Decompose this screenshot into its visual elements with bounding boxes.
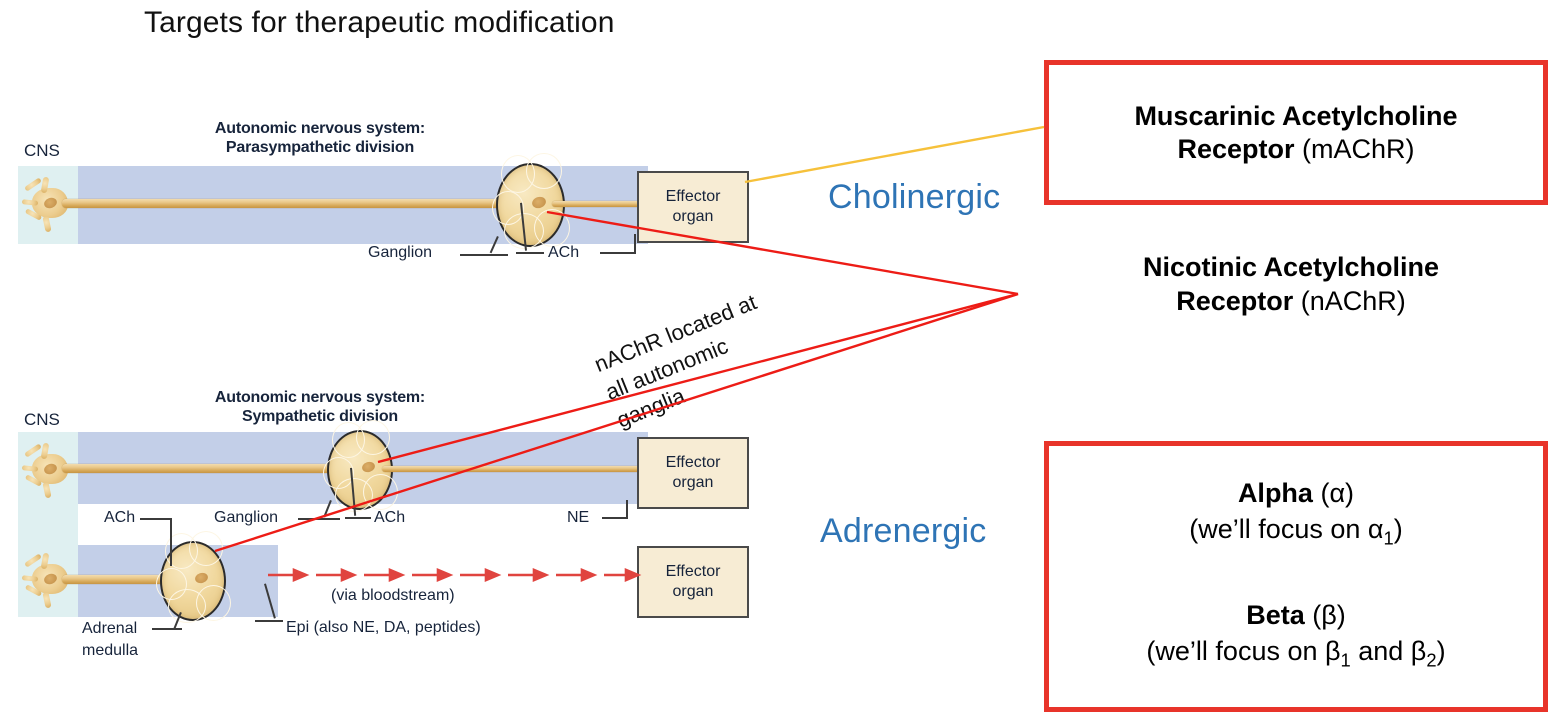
label-adrenergic: Adrenergic <box>820 512 987 550</box>
annotation-nachr-ganglia: nAChR located at all autonomic ganglia <box>590 289 760 433</box>
fig2-label-ach-adrenal: ACh <box>104 509 136 526</box>
label-cholinergic: Cholinergic <box>828 178 1001 216</box>
fig2-ach-leader2 <box>345 517 371 519</box>
callout-muscarinic-line1: Muscarinic Acetylcholine <box>1134 100 1458 131</box>
callout-beta-line2: (we’ll focus on β1 and β2) <box>1146 635 1446 670</box>
fig2-adrenal-axon <box>62 575 172 584</box>
callout-nicotinic-line2: Receptor (nAChR) <box>1176 286 1406 316</box>
fig1-ganglion-leader2 <box>460 254 508 256</box>
callout-muscarinic: Muscarinic Acetylcholine Receptor (mAChR… <box>1044 60 1548 205</box>
fig1-postganglionic-axon <box>552 201 642 207</box>
fig2-cns-label: CNS <box>24 410 60 429</box>
fig2-ach-adrenal-leader <box>140 518 172 520</box>
fig1-ach-leader2 <box>516 252 544 254</box>
fig2-label-epi: Epi (also NE, DA, peptides) <box>286 619 481 636</box>
fig2-preganglionic-axon <box>62 464 342 473</box>
callout-adrenoceptors: Alpha (α) (we’ll focus on α1) Beta (β) (… <box>1044 441 1548 712</box>
fig2-ne-leader2 <box>626 500 628 519</box>
fig1-label-ganglion: Ganglion <box>368 244 433 261</box>
fig2-label-ganglion: Ganglion <box>214 509 279 526</box>
fig1-preganglionic-axon <box>62 199 512 208</box>
callout-nicotinic: Nicotinic Acetylcholine Receptor (nAChR) <box>1044 250 1538 318</box>
fig1-ach-leader3 <box>600 252 636 254</box>
connector-muscarinic <box>744 125 1045 184</box>
fig1-ach-leader4 <box>634 234 636 253</box>
fig2-label-bloodstream: (via bloodstream) <box>331 587 455 604</box>
fig2-ne-leader <box>602 517 628 519</box>
bloodstream-arrows <box>268 568 642 582</box>
fig2-label-ne: NE <box>567 509 590 526</box>
fig2-title: Autonomic nervous system: Sympathetic di… <box>214 389 426 425</box>
fig2-label-ach-ganglion: ACh <box>374 509 406 526</box>
callout-alpha-line2: (we’ll focus on α1) <box>1189 514 1403 549</box>
fig2-label-medulla: medulla <box>82 642 139 659</box>
fig1-cns-label: CNS <box>24 141 60 160</box>
fig2-label-adrenal: Adrenal <box>82 620 138 637</box>
fig1-title: Autonomic nervous system: Parasympatheti… <box>214 120 426 156</box>
callout-beta-line1: Beta (β) <box>1246 599 1346 630</box>
fig2-epi-leader2 <box>255 620 283 622</box>
page-title: Targets for therapeutic modification <box>144 6 615 39</box>
fig1-label-ach: ACh <box>548 244 580 261</box>
fig2-adrenal-leader <box>152 628 182 630</box>
callout-alpha-line1: Alpha (α) <box>1237 478 1355 509</box>
callout-muscarinic-line2: Receptor (mAChR) <box>1177 133 1415 164</box>
callout-nicotinic-line1: Nicotinic Acetylcholine <box>1142 252 1440 282</box>
fig2-ganglion-leader2 <box>298 518 340 520</box>
fig2-postganglionic-axon <box>382 466 642 472</box>
fig2-ach-adrenal-leader2 <box>170 518 172 566</box>
